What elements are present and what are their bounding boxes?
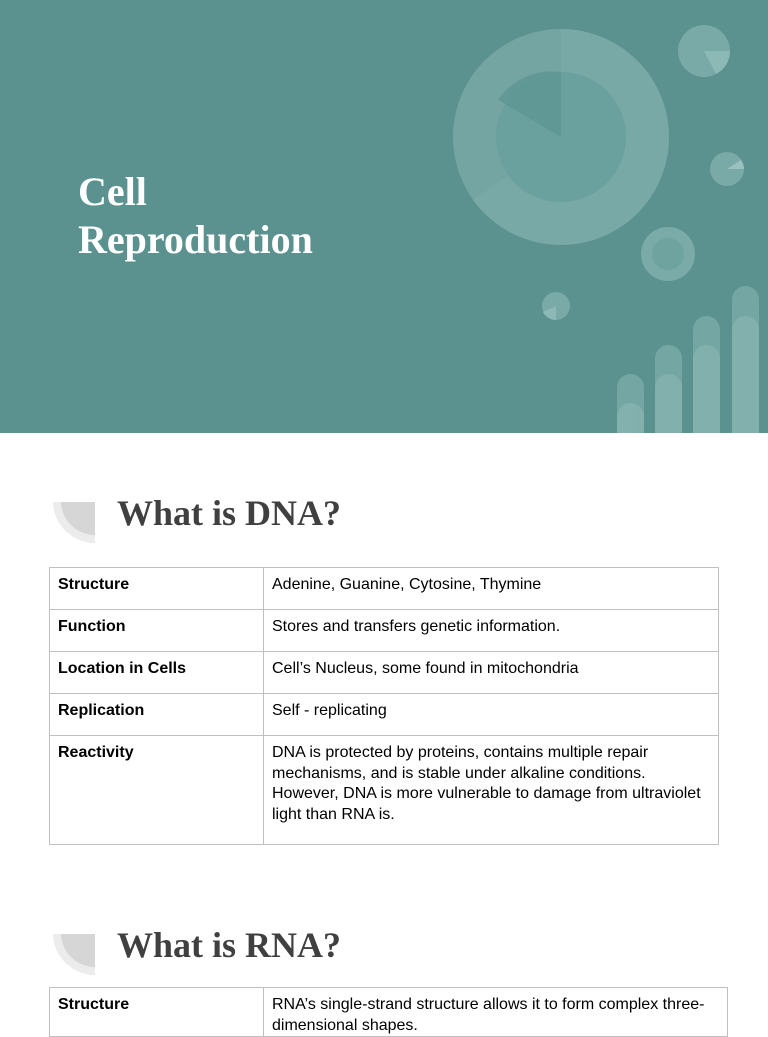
row-value: Stores and transfers genetic information… xyxy=(263,609,719,652)
title-line-1: Cell xyxy=(78,169,147,214)
row-key: Replication xyxy=(49,693,264,736)
table-row: Reactivity DNA is protected by proteins,… xyxy=(49,735,719,845)
row-key: Structure xyxy=(49,567,264,610)
dna-table: Structure Adenine, Guanine, Cytosine, Th… xyxy=(49,567,719,845)
table-row: Structure RNA’s single-strand structure … xyxy=(49,987,728,1037)
row-key: Function xyxy=(49,609,264,652)
dna-section-title: What is DNA? xyxy=(117,493,342,533)
row-value: DNA is protected by proteins, contains m… xyxy=(263,735,719,845)
row-value: Self - replicating xyxy=(263,693,719,736)
page-title: Cell Reproduction xyxy=(78,168,313,264)
table-row: Structure Adenine, Guanine, Cytosine, Th… xyxy=(49,567,719,610)
quarter-circle-icon xyxy=(53,934,95,975)
row-value: Cell’s Nucleus, some found in mitochondr… xyxy=(263,651,719,694)
table-row: Replication Self - replicating xyxy=(49,693,719,736)
title-line-2: Reproduction xyxy=(78,217,313,262)
rna-section-title: What is RNA? xyxy=(117,925,342,965)
row-value: Adenine, Guanine, Cytosine, Thymine xyxy=(263,567,719,610)
rna-table: Structure RNA’s single-strand structure … xyxy=(49,987,728,1037)
row-key: Location in Cells xyxy=(49,651,264,694)
quarter-circle-icon xyxy=(53,502,95,543)
title-slide: Cell Reproduction xyxy=(0,0,768,433)
row-key: Reactivity xyxy=(49,735,264,845)
table-row: Function Stores and transfers genetic in… xyxy=(49,609,719,652)
decorative-shapes xyxy=(453,25,759,433)
table-row: Location in Cells Cell’s Nucleus, some f… xyxy=(49,651,719,694)
row-key: Structure xyxy=(49,987,264,1037)
row-value: RNA’s single-strand structure allows it … xyxy=(263,987,728,1037)
